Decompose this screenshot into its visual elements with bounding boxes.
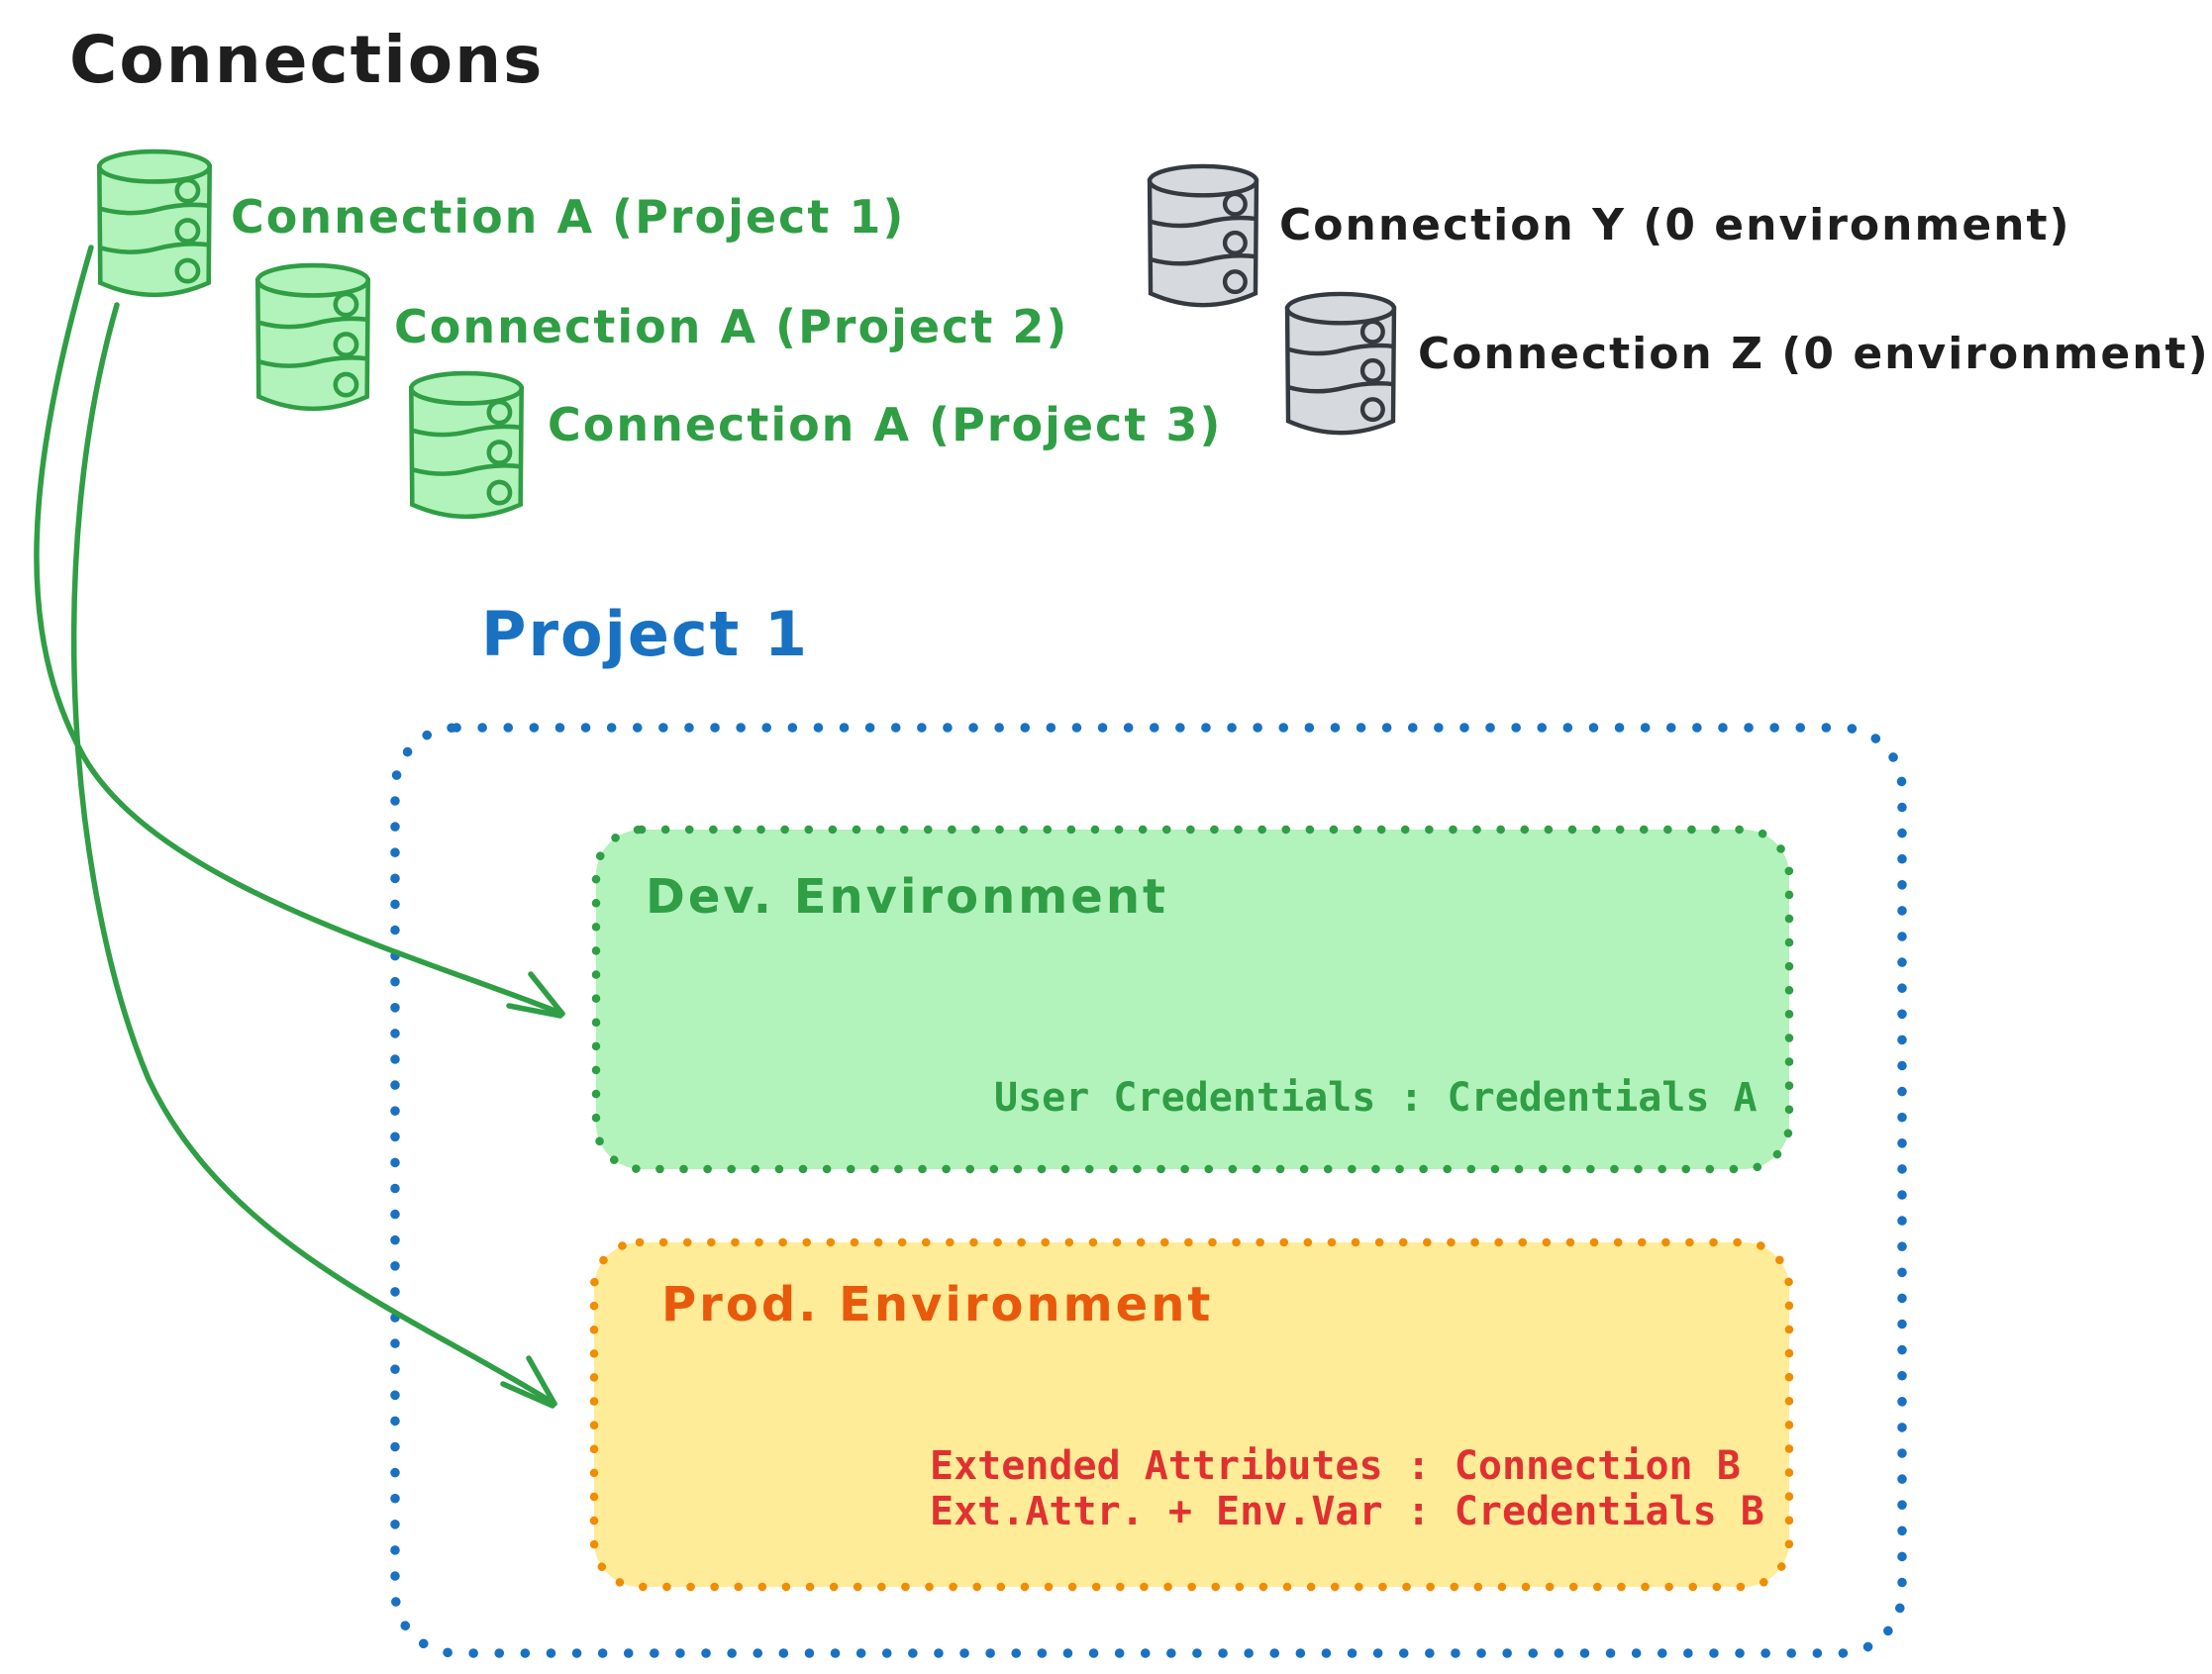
gray-database-icon-z: [1281, 289, 1400, 443]
prod-environment-box: [589, 1237, 1794, 1592]
connection-a-project-3-label: Connection A (Project 3): [548, 398, 1223, 451]
arrow-to-prod-environment: [70, 302, 557, 1409]
connection-y-label: Connection Y (0 environment): [1279, 200, 2071, 250]
dev-environment-box: [591, 825, 1794, 1174]
green-database-icon-3: [406, 368, 527, 527]
dev-credentials-mapping: User Credentials : Credentials A: [994, 1075, 1758, 1121]
green-database-icon-1: [94, 147, 215, 305]
connection-a-project-1-label: Connection A (Project 1): [231, 190, 906, 244]
project-1-title: Project 1: [481, 598, 810, 670]
green-database-icon-2: [252, 260, 373, 419]
prod-mappings: Extended Attributes : Connection B Ext.A…: [930, 1443, 1764, 1534]
prod-mapping-line-2: Ext.Attr. + Env.Var : Credentials B: [930, 1489, 1764, 1534]
connection-z-label: Connection Z (0 environment): [1418, 329, 2210, 379]
arrow-to-dev-environment: [34, 245, 565, 1019]
connections-title: Connections: [69, 22, 545, 98]
gray-database-icon-y: [1144, 161, 1262, 315]
connection-a-project-2-label: Connection A (Project 2): [394, 300, 1069, 353]
dev-environment-title: Dev. Environment: [646, 869, 1168, 925]
prod-mapping-line-1: Extended Attributes : Connection B: [930, 1443, 1741, 1489]
project-1-boundary: [390, 723, 1907, 1658]
prod-environment-title: Prod. Environment: [661, 1277, 1214, 1332]
